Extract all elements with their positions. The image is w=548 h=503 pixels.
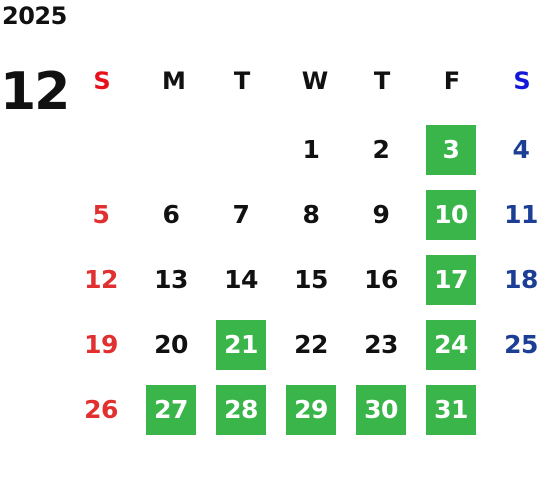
day-cell-27: 27: [146, 385, 196, 435]
day-cell-23: 23: [364, 330, 398, 359]
weekday-header-thu: T: [373, 67, 391, 95]
day-cell-24: 24: [426, 320, 476, 370]
weekday-header-wed: W: [301, 67, 329, 95]
weekday-header-fri: F: [443, 67, 461, 95]
day-cell-3: 3: [426, 125, 476, 175]
day-cell-29: 29: [286, 385, 336, 435]
day-cell-5: 5: [92, 200, 110, 229]
day-cell-28: 28: [216, 385, 266, 435]
day-cell-25: 25: [504, 330, 538, 359]
day-cell-9: 9: [372, 200, 390, 229]
day-cell-4: 4: [512, 135, 530, 164]
day-cell-8: 8: [302, 200, 320, 229]
day-cell-10: 10: [426, 190, 476, 240]
day-cell-30: 30: [356, 385, 406, 435]
day-cell-15: 15: [294, 265, 328, 294]
weekday-header-sat: S: [513, 67, 531, 95]
weekday-header-tue: T: [233, 67, 251, 95]
day-cell-20: 20: [154, 330, 188, 359]
day-cell-13: 13: [154, 265, 188, 294]
weekday-header-sun: S: [93, 67, 111, 95]
day-cell-2: 2: [372, 135, 390, 164]
year-label: 2025: [2, 2, 67, 30]
day-cell-31: 31: [426, 385, 476, 435]
day-cell-17: 17: [426, 255, 476, 305]
day-cell-26: 26: [84, 395, 118, 424]
weekday-header-mon: M: [162, 67, 186, 95]
month-label: 12: [0, 62, 70, 122]
day-cell-12: 12: [84, 265, 118, 294]
day-cell-11: 11: [504, 200, 538, 229]
day-cell-21: 21: [216, 320, 266, 370]
day-cell-18: 18: [504, 265, 538, 294]
day-cell-1: 1: [302, 135, 320, 164]
day-cell-22: 22: [294, 330, 328, 359]
day-cell-16: 16: [364, 265, 398, 294]
day-cell-14: 14: [224, 265, 258, 294]
day-cell-19: 19: [84, 330, 118, 359]
day-cell-6: 6: [162, 200, 180, 229]
day-cell-7: 7: [232, 200, 250, 229]
